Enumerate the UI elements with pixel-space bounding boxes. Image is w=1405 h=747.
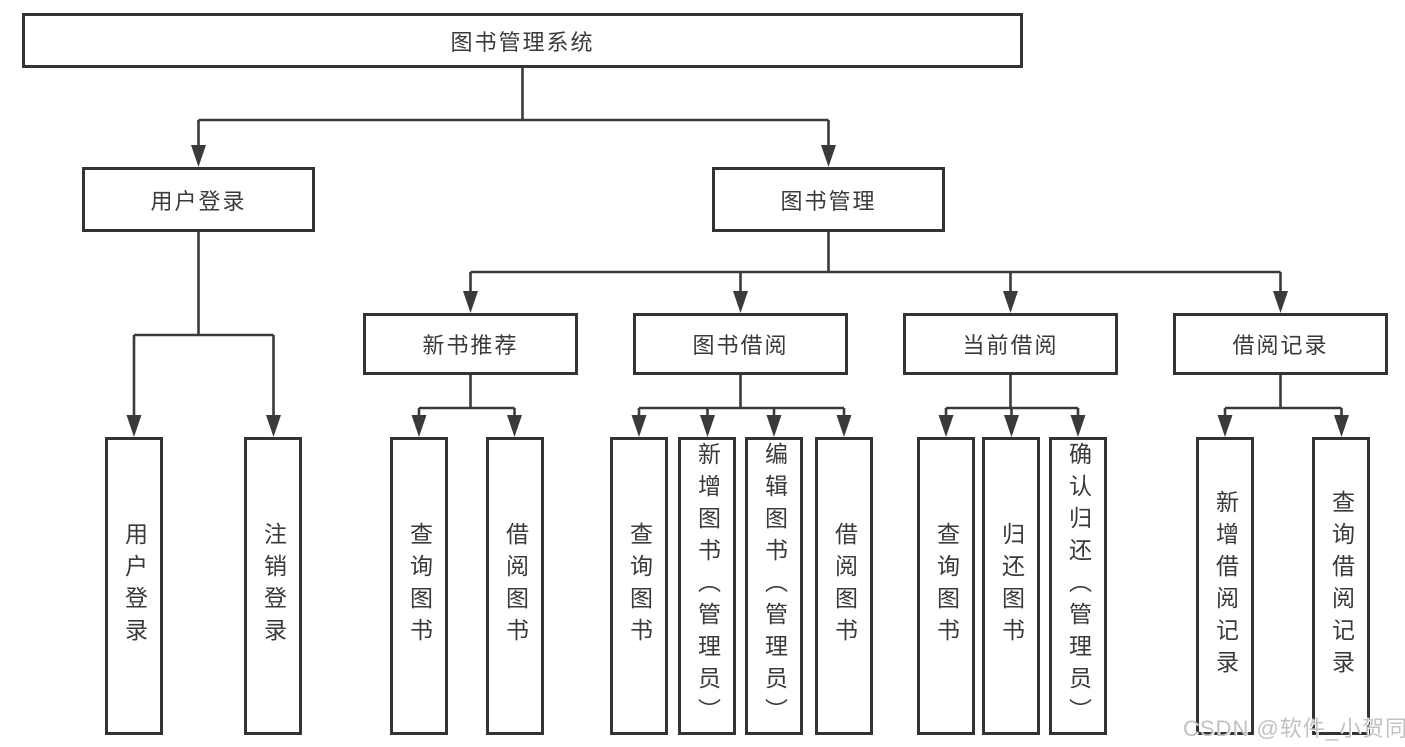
connectors-book-management-to-level3: [463, 232, 1288, 313]
leaf-edit-books-admin: 编辑图书（管理员）: [745, 437, 803, 735]
connectors-current-borrow-to-leaves: [938, 375, 1086, 437]
node-current-borrow: 当前借阅: [903, 313, 1118, 375]
leaf-confirm-return-admin: 确认归还（管理员）: [1049, 437, 1107, 735]
node-book-management-branch: 图书管理: [712, 167, 945, 232]
connectors-new-book-to-leaves: [411, 375, 522, 437]
connectors-borrow-record-to-leaves: [1217, 375, 1349, 437]
leaf-add-books-admin: 新增图书（管理员）: [678, 437, 736, 735]
node-book-borrow: 图书借阅: [633, 313, 848, 375]
leaf-user-login: 用户登录: [105, 437, 163, 735]
connectors-root-to-level2: [191, 68, 836, 167]
leaf-return-books: 归还图书: [982, 437, 1040, 735]
node-new-book-recommend: 新书推荐: [363, 313, 578, 375]
leaf-borrow-books-1: 借阅图书: [486, 437, 544, 735]
leaf-query-books-2: 查询图书: [610, 437, 668, 735]
leaf-add-borrow-record: 新增借阅记录: [1196, 437, 1254, 735]
connectors-user-login-to-leaves: [126, 232, 281, 437]
leaf-logout: 注销登录: [244, 437, 302, 735]
node-borrow-record: 借阅记录: [1173, 313, 1388, 375]
leaf-query-books-1: 查询图书: [390, 437, 448, 735]
leaf-query-books-3: 查询图书: [917, 437, 975, 735]
leaf-query-borrow-record: 查询借阅记录: [1312, 437, 1370, 735]
connectors-book-borrow-to-leaves: [631, 375, 852, 437]
leaf-borrow-books-2: 借阅图书: [815, 437, 873, 735]
csdn-watermark: CSDN @软件_小贺同学: [1183, 716, 1405, 741]
node-user-login-branch: 用户登录: [82, 167, 315, 232]
node-library-management-system: 图书管理系统: [22, 13, 1023, 68]
